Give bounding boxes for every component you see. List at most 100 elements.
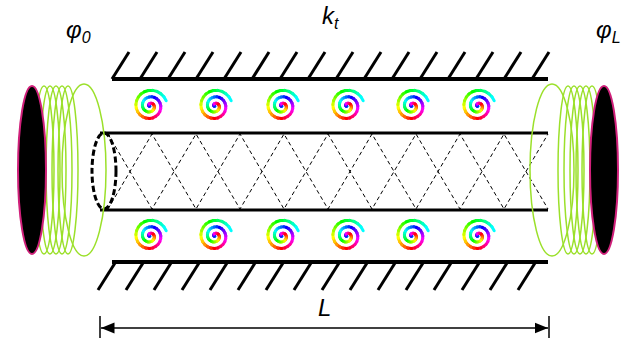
stroke	[411, 102, 415, 105]
stroke	[476, 102, 480, 105]
stroke	[213, 102, 217, 105]
stroke	[347, 102, 351, 105]
stroke	[475, 104, 478, 107]
stroke	[280, 232, 284, 235]
wall-hatch	[98, 52, 549, 290]
stroke	[296, 227, 298, 231]
stroke	[149, 232, 153, 235]
stroke	[279, 234, 282, 237]
bottom-wall	[112, 260, 548, 264]
ray-zigzag	[108, 134, 548, 209]
stroke	[147, 104, 150, 107]
subscript: t	[334, 15, 338, 32]
stroke	[322, 263, 339, 290]
stroke	[148, 102, 152, 105]
stroke	[346, 102, 350, 105]
stroke	[346, 232, 350, 235]
stroke	[420, 52, 437, 79]
stroke	[570, 86, 590, 254]
stroke	[212, 234, 215, 237]
tube-bottom	[100, 209, 548, 212]
potential-label: φL	[596, 18, 621, 46]
stroke	[182, 263, 199, 290]
stroke	[62, 84, 106, 256]
stroke	[410, 102, 414, 105]
dimension-tick	[548, 316, 550, 338]
stroke	[294, 263, 311, 290]
subscript: 0	[82, 29, 91, 46]
stroke	[478, 102, 482, 105]
stroke	[149, 102, 153, 105]
stroke	[492, 97, 494, 101]
stroke	[168, 52, 185, 79]
stroke	[281, 232, 285, 235]
stroke	[345, 102, 349, 105]
stroke	[361, 227, 363, 231]
stroke	[308, 52, 325, 79]
stroke	[434, 263, 451, 290]
stroke	[252, 52, 269, 79]
stroke	[210, 263, 227, 290]
stroke	[164, 227, 166, 231]
length-label: L	[318, 296, 331, 320]
right-end-coil	[530, 84, 618, 256]
stroke	[411, 232, 415, 235]
stroke	[378, 263, 395, 290]
stroke	[150, 102, 154, 105]
stroke	[224, 52, 241, 79]
stroke	[475, 234, 478, 237]
spirals	[136, 90, 494, 248]
stroke	[476, 232, 480, 235]
stroke	[212, 104, 215, 107]
top-wall	[112, 77, 548, 81]
stroke	[229, 97, 231, 101]
stroke	[412, 232, 416, 235]
stroke	[344, 234, 347, 237]
stroke	[412, 102, 416, 105]
stroke	[426, 97, 428, 101]
stroke	[296, 97, 298, 101]
stroke	[98, 263, 115, 290]
stroke	[345, 232, 349, 235]
stroke	[238, 263, 255, 290]
stroke	[426, 227, 428, 231]
stroke	[108, 134, 548, 209]
stroke	[410, 232, 414, 235]
stroke	[215, 102, 219, 105]
stroke	[279, 104, 282, 107]
stroke	[504, 52, 521, 79]
stroke	[406, 263, 423, 290]
stroke	[214, 232, 218, 235]
stroke	[477, 232, 481, 235]
stroke	[213, 232, 217, 235]
stroke	[492, 227, 494, 231]
stroke	[532, 52, 549, 79]
left-end-coil	[18, 84, 106, 256]
stroke	[476, 52, 493, 79]
stroke	[108, 134, 548, 209]
dimension-tick	[99, 316, 101, 338]
stroke	[140, 52, 157, 79]
stroke	[409, 104, 412, 107]
stroke	[164, 97, 166, 101]
stroke	[477, 102, 481, 105]
stroke	[280, 52, 297, 79]
stroke	[112, 52, 129, 79]
spring-constant-label: kt	[322, 4, 338, 32]
dimension-line	[101, 327, 548, 329]
stroke	[266, 263, 283, 290]
stroke	[214, 102, 218, 105]
stroke	[478, 232, 482, 235]
stroke	[336, 52, 353, 79]
stroke	[282, 102, 286, 105]
stroke	[518, 263, 535, 290]
stroke	[215, 232, 219, 235]
stroke	[46, 86, 66, 254]
stroke	[490, 263, 507, 290]
tube-end	[92, 133, 116, 209]
subscript: L	[612, 29, 621, 46]
potential-label: φ0	[66, 18, 91, 46]
stroke	[280, 102, 284, 105]
tube-top	[100, 132, 548, 135]
